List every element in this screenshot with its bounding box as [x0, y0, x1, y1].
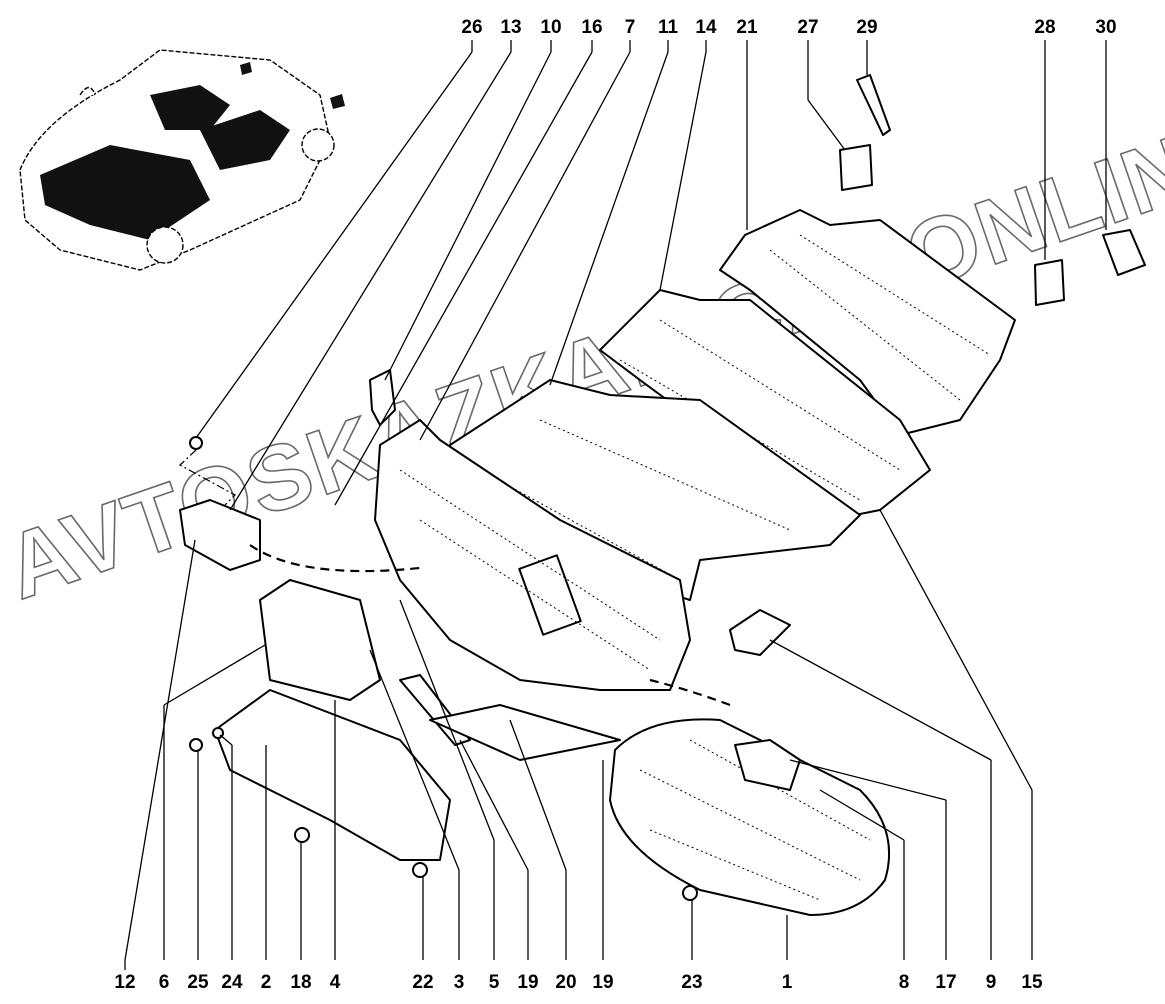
callout-13[interactable]: 13 — [500, 17, 521, 38]
clip-23[interactable] — [682, 885, 698, 901]
part-28-pillar-pad[interactable] — [1034, 259, 1065, 306]
part-1-hood-insulation[interactable] — [609, 718, 891, 916]
callout-26[interactable]: 26 — [461, 17, 482, 38]
leader-lines — [124, 40, 1107, 970]
clip-26[interactable] — [189, 436, 203, 450]
clip-25[interactable] — [189, 738, 203, 752]
callout-24[interactable]: 24 — [221, 972, 243, 993]
assembly-arrow-left — [249, 544, 421, 573]
callout-16[interactable]: 16 — [581, 17, 602, 38]
callout-1[interactable]: 1 — [782, 972, 793, 993]
callout-22[interactable]: 22 — [412, 972, 433, 993]
callout-2[interactable]: 2 — [261, 972, 272, 993]
part-19-lower-strip[interactable] — [399, 674, 621, 761]
part-27-pillar-pad[interactable] — [839, 144, 873, 191]
callout-18[interactable]: 18 — [290, 972, 311, 993]
callout-8[interactable]: 8 — [899, 972, 910, 993]
callout-30[interactable]: 30 — [1095, 17, 1116, 38]
vehicle-overview-thumbnail — [19, 49, 345, 271]
part-30-rear-pad[interactable] — [1102, 229, 1146, 276]
callout-23[interactable]: 23 — [681, 972, 702, 993]
callout-5[interactable]: 5 — [489, 972, 500, 993]
callout-12[interactable]: 12 — [114, 972, 135, 993]
part-2-dash-lower-insulation[interactable] — [214, 689, 451, 861]
part-29-roof-pad[interactable] — [856, 74, 891, 136]
part-21-rear-floor-carpet[interactable] — [719, 209, 1016, 436]
assembly-arrow-right — [649, 678, 731, 707]
clip-26-path — [178, 449, 236, 506]
callout-28[interactable]: 28 — [1034, 17, 1055, 38]
callout-9[interactable]: 9 — [986, 972, 997, 993]
bottom-callouts: 12 6 25 24 2 18 4 22 3 5 19 20 19 23 1 8… — [114, 972, 1043, 993]
callout-10[interactable]: 10 — [540, 17, 561, 38]
part-17-right-bracket[interactable] — [734, 739, 801, 791]
callout-25[interactable]: 25 — [187, 972, 209, 993]
clip-18[interactable] — [294, 827, 310, 843]
callout-6[interactable]: 6 — [159, 972, 170, 993]
callout-19b[interactable]: 19 — [592, 972, 613, 993]
callout-15[interactable]: 15 — [1021, 972, 1043, 993]
callout-3[interactable]: 3 — [454, 972, 465, 993]
callout-21[interactable]: 21 — [736, 17, 758, 38]
clip-22[interactable] — [412, 862, 428, 878]
callout-14[interactable]: 14 — [695, 17, 717, 38]
part-12-left-cowl-block[interactable] — [179, 499, 261, 571]
part-7-dash-panel-insulation[interactable] — [374, 419, 691, 691]
part-6-dash-left-insulation[interactable] — [259, 579, 381, 701]
part-9-right-side-block[interactable] — [729, 609, 791, 656]
callout-27[interactable]: 27 — [797, 17, 818, 38]
callout-20[interactable]: 20 — [555, 972, 576, 993]
callout-11[interactable]: 11 — [658, 17, 679, 38]
callout-19a[interactable]: 19 — [517, 972, 538, 993]
callout-7[interactable]: 7 — [625, 17, 636, 38]
callout-17[interactable]: 17 — [935, 972, 956, 993]
callout-4[interactable]: 4 — [330, 972, 341, 993]
clips — [189, 436, 698, 901]
top-callouts: 26 13 10 16 7 11 14 21 27 29 28 30 — [461, 17, 1116, 38]
callout-29[interactable]: 29 — [856, 17, 877, 38]
